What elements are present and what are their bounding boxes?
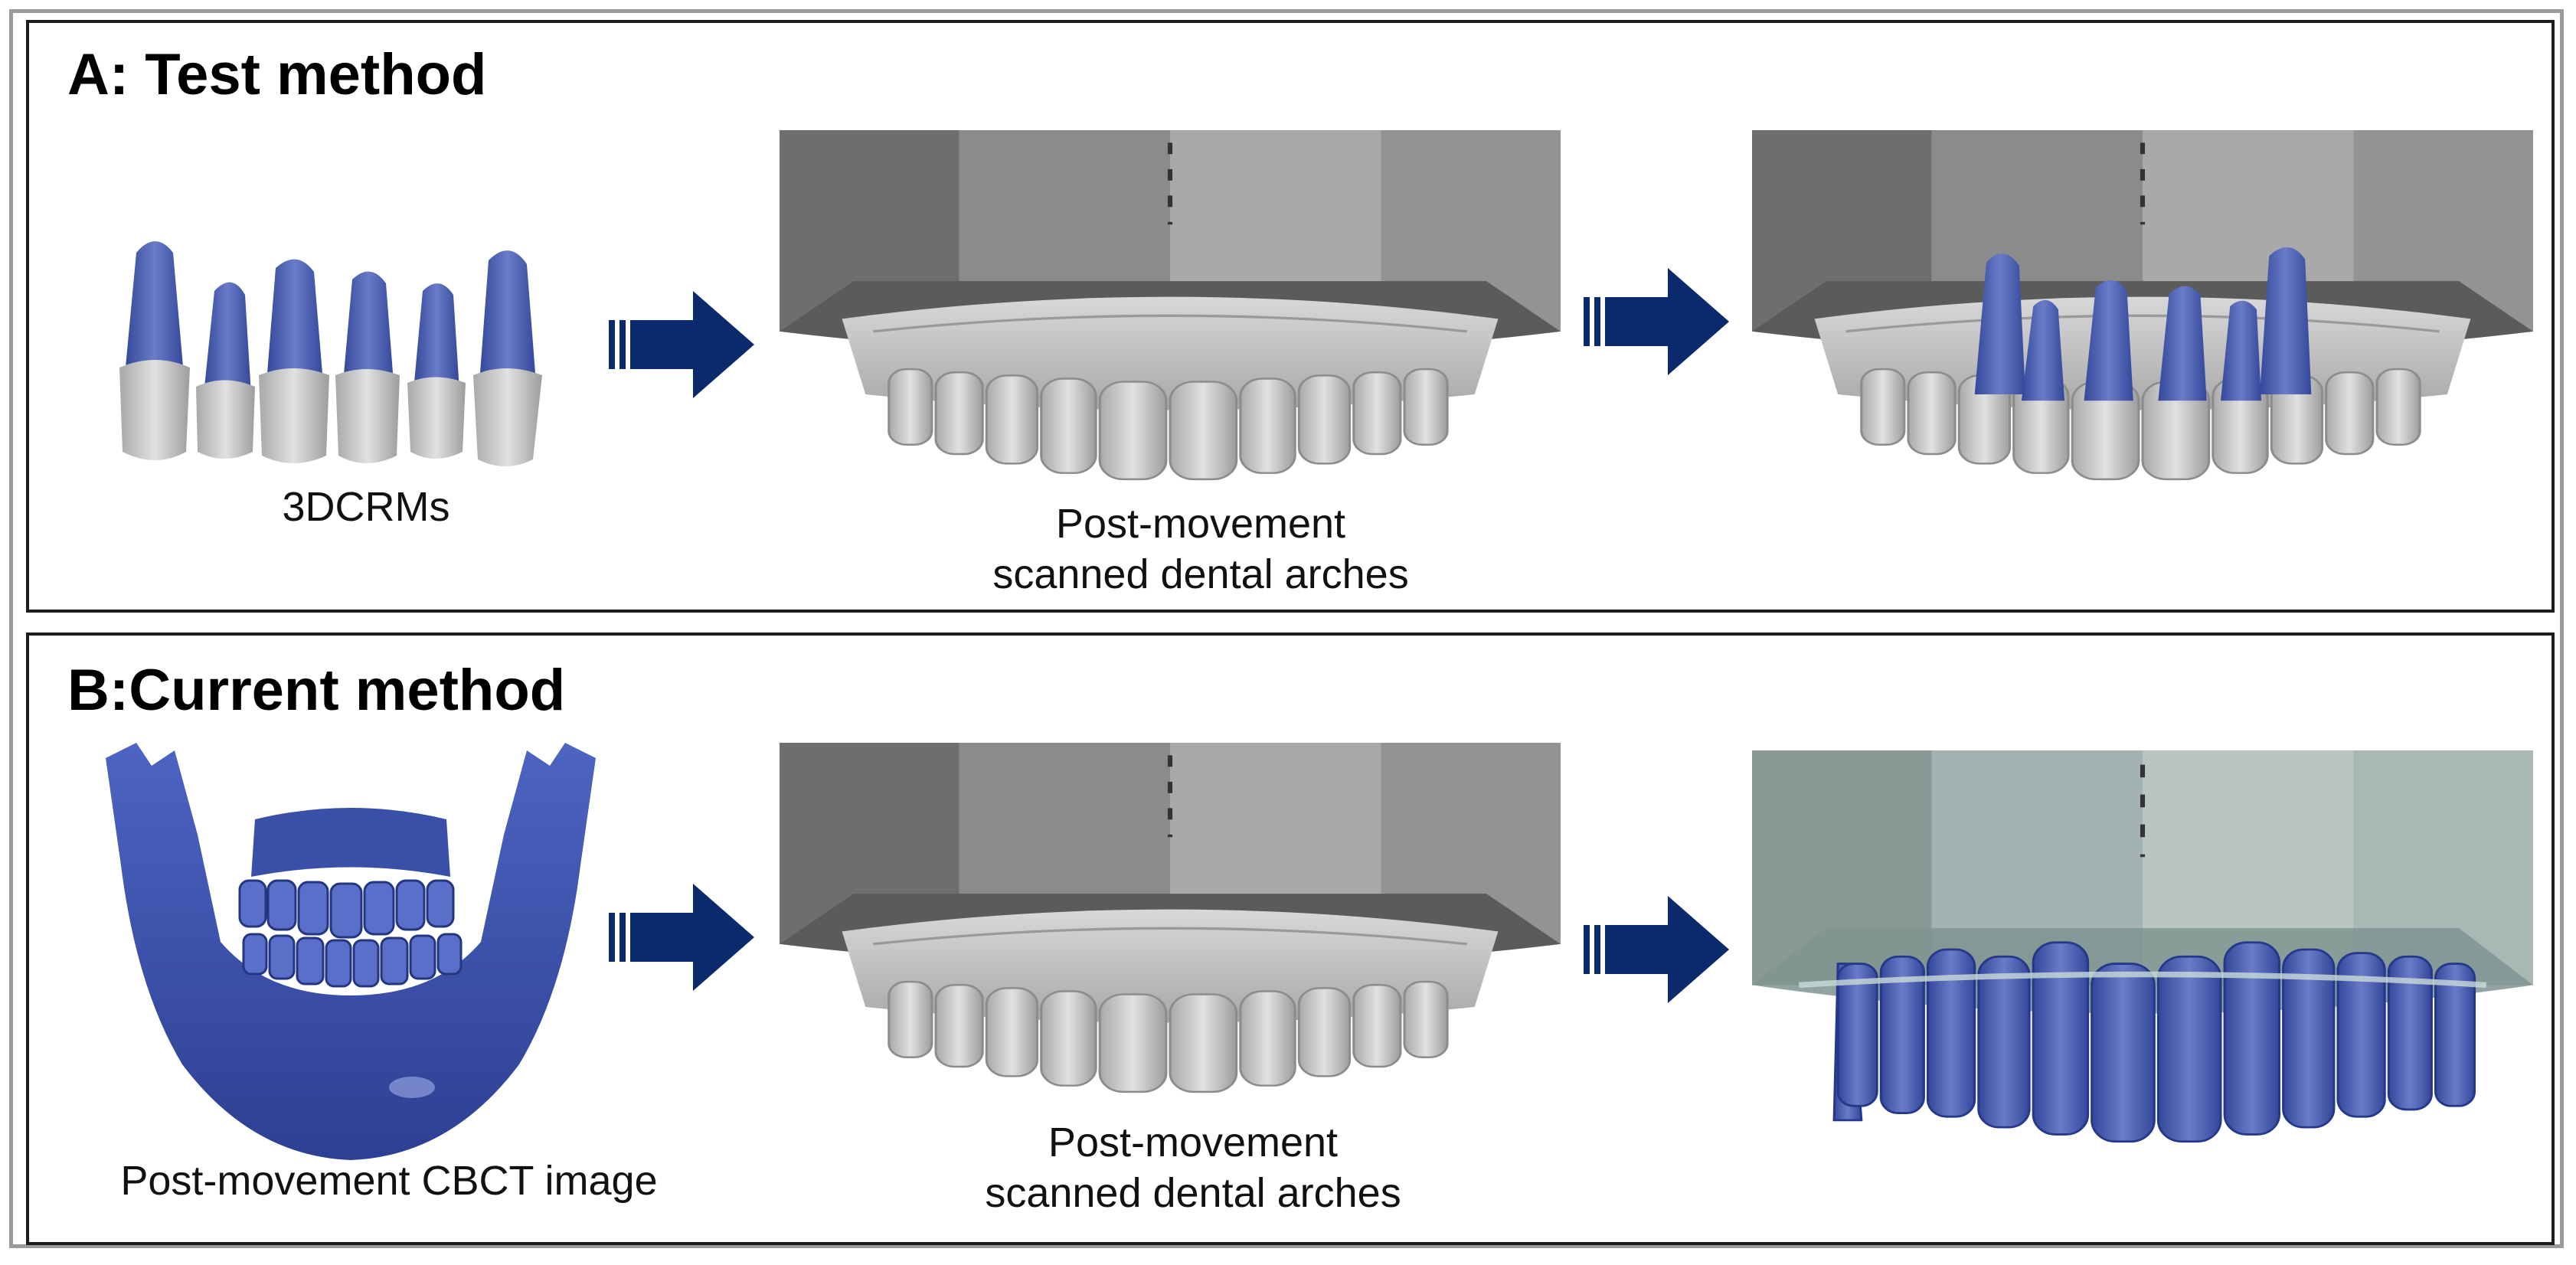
panel-test-method: A: Test method 3DCRMs	[26, 20, 2555, 613]
scanned-arches-caption-line2: scanned dental arches	[985, 1169, 1401, 1216]
dental-arch-cbct-overlay-icon	[1752, 750, 2533, 1143]
cbct-caption: Post-movement CBCT image	[120, 1158, 658, 1204]
right-arrow-icon	[609, 884, 754, 991]
scanned-arches-caption-line1: Post-movement	[1048, 1120, 1339, 1165]
scanned-arches-caption-line1: Post-movement	[1055, 501, 1346, 547]
scanned-arches-caption: Post-movement scanned dental arches	[864, 1118, 1522, 1219]
mandible-cbct-icon	[106, 743, 596, 1160]
right-arrow-icon	[609, 291, 754, 398]
scanned-arches-caption: Post-movement scanned dental arches	[871, 499, 1530, 600]
right-arrow-icon	[1584, 896, 1729, 1003]
teeth-models-caption: 3DCRMs	[282, 484, 450, 530]
dental-arch-scan-icon	[780, 130, 1561, 481]
dental-arch-with-roots-icon	[1752, 130, 2533, 481]
panel-a-title: A: Test method	[67, 42, 487, 107]
teeth-models-icon	[119, 241, 542, 466]
dental-arch-scan-icon	[780, 743, 1561, 1093]
right-arrow-icon	[1584, 268, 1729, 375]
panel-b-title: B:Current method	[67, 658, 566, 723]
panel-current-method: B:Current method Post-movement CBCT imag…	[26, 632, 2555, 1245]
scanned-arches-caption-line2: scanned dental arches	[992, 551, 1409, 597]
